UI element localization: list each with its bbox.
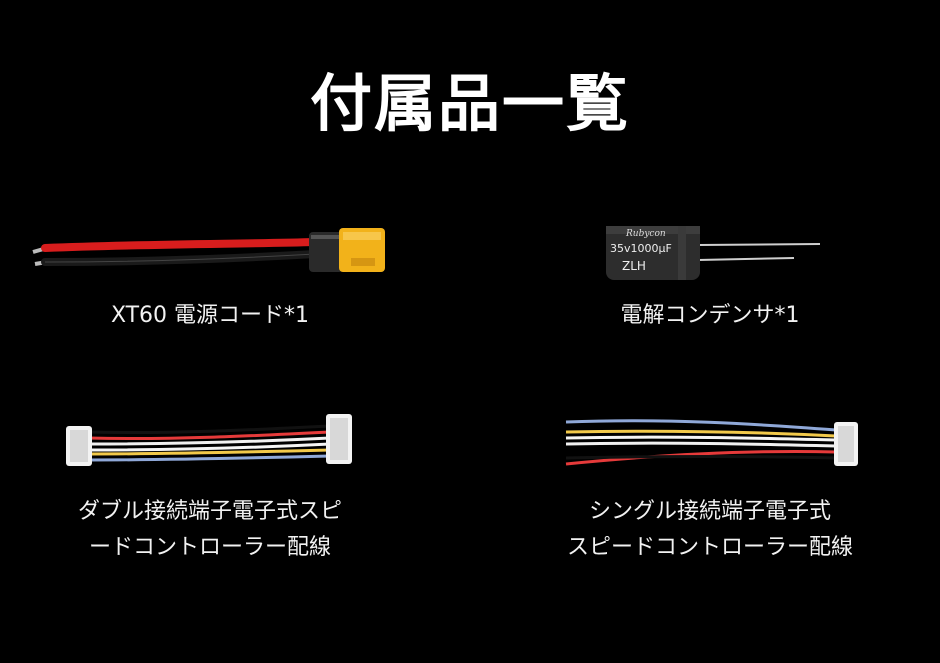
item-caption-capacitor: 電解コンデンサ*1 bbox=[620, 303, 800, 328]
single-terminal-wire-photo bbox=[556, 408, 866, 474]
capacitor-brand: Rubycon bbox=[625, 229, 666, 239]
page-title: 付属品一覧 bbox=[309, 67, 630, 140]
capacitor-photo: Rubycon 35v1000μF ZLH bbox=[600, 222, 830, 288]
xt60-cable-photo bbox=[25, 222, 395, 282]
item-caption-double-terminal: ダブル接続端子電子式スピ ードコントローラー配線 bbox=[77, 499, 342, 560]
capacitor-series: ZLH bbox=[622, 259, 646, 273]
item-caption-single-terminal: シングル接続端子電子式 スピードコントローラー配線 bbox=[566, 499, 853, 560]
capacitor-rating: 35v1000μF bbox=[610, 242, 672, 255]
double-terminal-wire-photo bbox=[60, 408, 360, 474]
item-caption-xt60: XT60 電源コード*1 bbox=[110, 303, 310, 328]
